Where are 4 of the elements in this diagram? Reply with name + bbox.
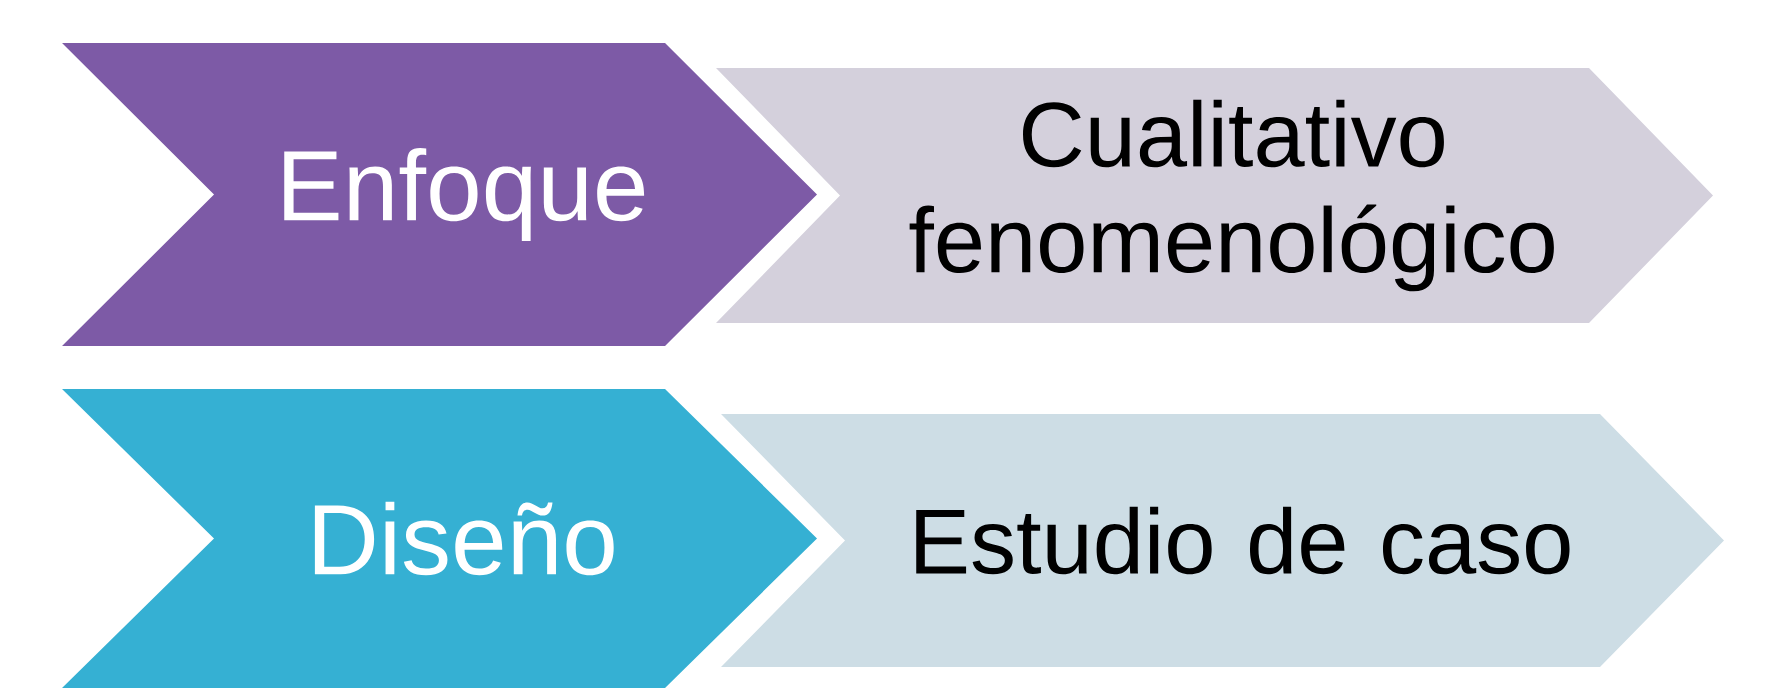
chevron-label-box: Estudio de caso [721, 414, 1724, 667]
chevron-label-box: Diseño [62, 389, 817, 688]
chevron-label-box: Enfoque [62, 43, 817, 346]
chevron-label-box: Cualitativo fenomenológico [716, 68, 1713, 323]
